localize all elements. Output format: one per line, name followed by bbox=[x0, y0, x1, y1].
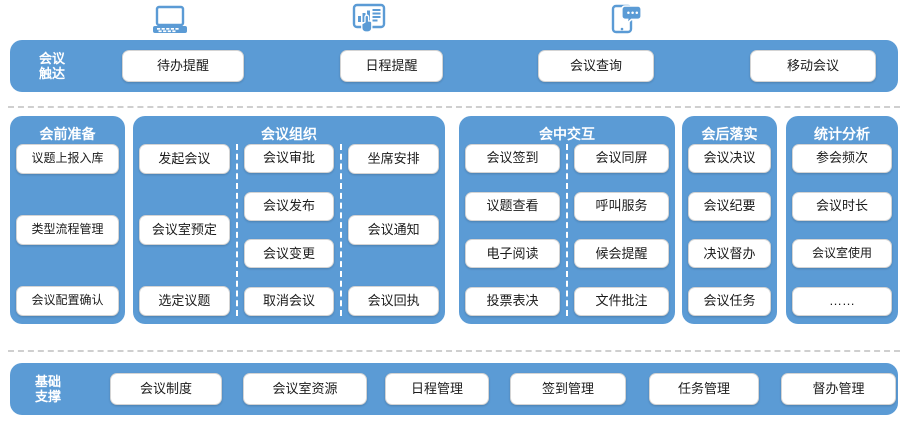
panel-item[interactable]: 取消会议 bbox=[243, 286, 335, 316]
divider-top bbox=[8, 106, 900, 108]
panel-column: 发起会议 会议室预定 选定议题 bbox=[133, 144, 236, 316]
panel-meeting-organization: 会议组织 发起会议 会议室预定 选定议题 会议审批 会议发布 会议变更 取消会议… bbox=[133, 116, 445, 324]
panel-item[interactable]: 议题查看 bbox=[465, 191, 560, 221]
panel-column: 会议签到 议题查看 电子阅读 投票表决 bbox=[459, 144, 566, 316]
touchpoint-item-3[interactable]: 移动会议 bbox=[750, 50, 876, 82]
panel-item[interactable]: 参会频次 bbox=[792, 144, 892, 173]
panel-column: 议题上报入库 类型流程管理 会议配置确认 bbox=[10, 144, 125, 316]
panel-item[interactable]: 会议室使用 bbox=[792, 239, 892, 269]
panel-item[interactable]: 会议回执 bbox=[348, 286, 440, 316]
panel-pre-meeting: 会前准备 议题上报入库 类型流程管理 会议配置确认 bbox=[10, 116, 125, 324]
band-label-line2: 触达 bbox=[38, 66, 65, 81]
panel-item[interactable]: …… bbox=[792, 286, 892, 316]
panel-item[interactable]: 会议同屏 bbox=[574, 144, 669, 173]
support-item-2[interactable]: 日程管理 bbox=[385, 373, 489, 405]
panel-item[interactable]: 发起会议 bbox=[139, 144, 230, 174]
panel-item[interactable]: 会议发布 bbox=[243, 191, 335, 221]
band-label-line1: 会议 bbox=[38, 50, 65, 66]
top-icon-row bbox=[0, 0, 908, 40]
panel-title-pre-meeting: 会前准备 bbox=[39, 126, 96, 142]
panel-item[interactable]: 会议配置确认 bbox=[16, 286, 119, 316]
support-item-5[interactable]: 督办管理 bbox=[781, 373, 896, 405]
panel-column: 会议同屏 呼叫服务 候会提醒 文件批注 bbox=[566, 144, 675, 316]
panel-title-meeting-organization: 会议组织 bbox=[261, 126, 317, 142]
panel-item[interactable]: 会议变更 bbox=[243, 239, 335, 269]
touchpoint-item-0[interactable]: 待办提醒 bbox=[122, 50, 244, 82]
panel-item[interactable]: 候会提醒 bbox=[574, 239, 669, 269]
support-item-1[interactable]: 会议室资源 bbox=[243, 373, 367, 405]
panel-item[interactable]: 会议通知 bbox=[348, 215, 440, 245]
panel-item[interactable]: 会议签到 bbox=[465, 144, 560, 173]
band-label-line2: 支撑 bbox=[34, 389, 61, 404]
panel-column: 坐席安排 会议通知 会议回执 bbox=[340, 144, 445, 316]
panel-column: 会议审批 会议发布 会议变更 取消会议 bbox=[235, 144, 341, 316]
panel-item[interactable]: 决议督办 bbox=[688, 239, 771, 269]
panel-item[interactable]: 会议时长 bbox=[792, 191, 892, 221]
panel-item[interactable]: 文件批注 bbox=[574, 286, 669, 316]
panel-item[interactable]: 会议纪要 bbox=[688, 191, 771, 221]
laptop-icon bbox=[147, 2, 193, 40]
panel-column: 参会频次 会议时长 会议室使用 …… bbox=[786, 144, 898, 316]
panel-item[interactable]: 电子阅读 bbox=[465, 239, 560, 269]
panel-item[interactable]: 呼叫服务 bbox=[574, 191, 669, 221]
tablet-chart-touch-icon bbox=[346, 2, 392, 40]
foundation-support-band: 基础 支撑 会议制度 会议室资源 日程管理 签到管理 任务管理 督办管理 bbox=[10, 363, 898, 415]
band-label-touchpoint: 会议 触达 bbox=[22, 51, 82, 82]
divider-bottom bbox=[8, 350, 900, 352]
panel-item[interactable]: 会议决议 bbox=[688, 144, 771, 173]
panel-item[interactable]: 投票表决 bbox=[465, 286, 560, 316]
panel-title-statistics-analysis: 统计分析 bbox=[814, 126, 870, 142]
panel-item[interactable]: 选定议题 bbox=[139, 286, 230, 316]
band-label-line1: 基础 bbox=[34, 373, 61, 389]
touchpoint-item-2[interactable]: 会议查询 bbox=[538, 50, 654, 82]
panel-item[interactable]: 议题上报入库 bbox=[16, 144, 119, 174]
panel-item[interactable]: 会议室预定 bbox=[139, 215, 230, 245]
panel-item[interactable]: 会议审批 bbox=[243, 144, 335, 173]
support-item-4[interactable]: 任务管理 bbox=[649, 373, 759, 405]
smartphone-message-icon bbox=[603, 2, 649, 40]
support-item-3[interactable]: 签到管理 bbox=[510, 373, 626, 405]
panel-title-post-meeting-followup: 会后落实 bbox=[701, 126, 758, 142]
touchpoint-item-1[interactable]: 日程提醒 bbox=[340, 50, 443, 82]
band-label-support: 基础 支撑 bbox=[20, 374, 76, 405]
support-item-0[interactable]: 会议制度 bbox=[110, 373, 222, 405]
panel-item[interactable]: 坐席安排 bbox=[348, 144, 440, 174]
panel-title-in-meeting-interaction: 会中交互 bbox=[539, 126, 595, 142]
panel-statistics-analysis: 统计分析 参会频次 会议时长 会议室使用 …… bbox=[786, 116, 898, 324]
panel-post-meeting-followup: 会后落实 会议决议 会议纪要 决议督办 会议任务 bbox=[682, 116, 777, 324]
panel-item[interactable]: 类型流程管理 bbox=[16, 215, 119, 245]
panel-item[interactable]: 会议任务 bbox=[688, 286, 771, 316]
panel-in-meeting-interaction: 会中交互 会议签到 议题查看 电子阅读 投票表决 会议同屏 呼叫服务 候会提醒 … bbox=[459, 116, 675, 324]
panel-column: 会议决议 会议纪要 决议督办 会议任务 bbox=[682, 144, 777, 316]
meeting-touchpoint-band: 会议 触达 待办提醒 日程提醒 会议查询 移动会议 bbox=[10, 40, 898, 92]
